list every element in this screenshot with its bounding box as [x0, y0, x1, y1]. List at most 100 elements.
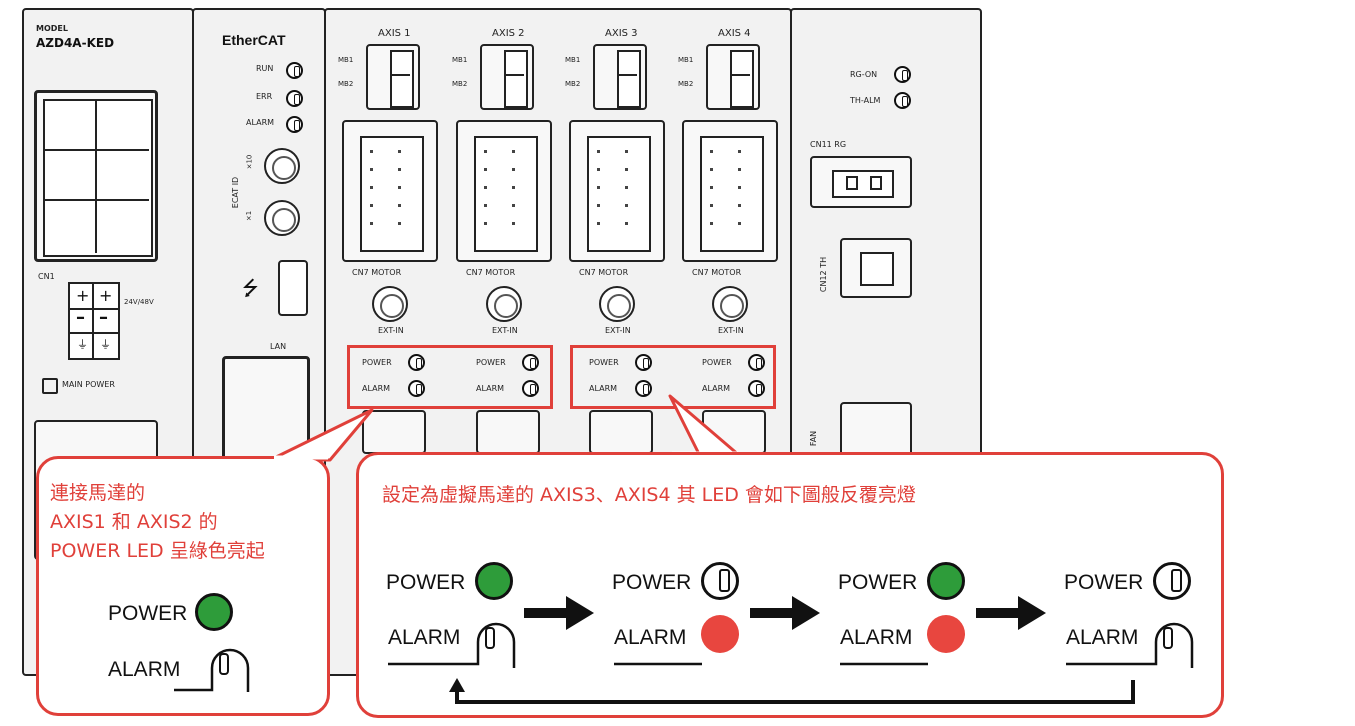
connector-pin: [710, 222, 713, 225]
model-name: AZD4A-KED: [36, 36, 115, 50]
axis-2-brake-connector: [480, 44, 534, 110]
cn11-label: CN11 RG: [810, 140, 847, 149]
connector-pin: [625, 186, 628, 189]
connector-pin: [484, 186, 487, 189]
state-4-alarm-label: ALARM: [1066, 626, 1139, 649]
connector-pin: [738, 204, 741, 207]
left-callout: [36, 456, 330, 716]
axis-1-alarm-label: ALARM: [362, 384, 391, 393]
connector-pin: [398, 150, 401, 153]
connector-pin: [738, 150, 741, 153]
axis-3-mb1-label: MB1: [565, 56, 581, 64]
axis-2-mb1-label: MB1: [452, 56, 468, 64]
state-2-alarm-label: ALARM: [614, 626, 687, 649]
axis-1-ext-in-label: EXT-IN: [378, 326, 404, 335]
connector-pin: [625, 222, 628, 225]
axis-1-ext-in-knob-icon: [372, 286, 408, 322]
dc-input-connector: [34, 90, 158, 262]
axis-2-ext-in-label: EXT-IN: [492, 326, 518, 335]
terminal-block: + + – – ⏚ ⏚: [68, 282, 120, 360]
connector-pin: [484, 204, 487, 207]
axis-4-power-label: POWER: [702, 358, 732, 367]
state-4-alarm-led-icon: [1066, 622, 1194, 668]
state-4-power-led-icon: [1153, 562, 1191, 600]
connector-pin: [370, 186, 373, 189]
state-2-alarm-led-icon: [614, 615, 739, 666]
connector-pin: [625, 150, 628, 153]
right-callout-title: 設定為虛擬馬達的 AXIS3、AXIS4 其 LED 會如下圖般反覆亮燈: [382, 484, 916, 506]
state-1-power-led-icon: [475, 562, 513, 600]
ecat-x10-dial-icon: [264, 148, 300, 184]
axis-1-mb2-label: MB2: [338, 80, 354, 88]
connector-pin: [738, 186, 741, 189]
connector-pin: [597, 222, 600, 225]
left-alarm-label: ALARM: [108, 658, 181, 681]
connector-pin: [484, 150, 487, 153]
rg-on-label: RG-ON: [850, 70, 878, 79]
highlight-axis1-axis2: [347, 345, 553, 409]
connector-pin: [710, 150, 713, 153]
axis-4-alarm-led-icon: [748, 380, 765, 397]
connector-pin: [710, 186, 713, 189]
lan-label: LAN: [270, 342, 287, 351]
run-led-icon: [286, 62, 303, 79]
state-2-power-label: POWER: [612, 571, 692, 594]
connector-pin: [738, 222, 741, 225]
cn12-connector: [840, 238, 912, 298]
main-power-led-icon: [42, 378, 58, 394]
connector-pin: [512, 150, 515, 153]
axis-4-mb1-label: MB1: [678, 56, 694, 64]
axis-2-motor-connector: [456, 120, 552, 262]
axis-3-alarm-label: ALARM: [589, 384, 618, 393]
axis-1-motor-connector: [342, 120, 438, 262]
axis-1-title: AXIS 1: [378, 28, 411, 39]
main-power-label: MAIN POWER: [62, 380, 115, 389]
axis-4-ext-in-label: EXT-IN: [718, 326, 744, 335]
axis-2-ext-in-knob-icon: [486, 286, 522, 322]
state-2-power-led-icon: [701, 562, 739, 600]
connector-pin: [738, 168, 741, 171]
connector-pin: [370, 222, 373, 225]
left-callout-line-2: AXIS1 和 AXIS2 的: [50, 511, 218, 533]
run-label: RUN: [256, 64, 274, 73]
fan-connector: [840, 402, 912, 458]
err-led-icon: [286, 90, 303, 107]
connector-pin: [625, 168, 628, 171]
connector-pin: [597, 150, 600, 153]
left-callout-line-1: 連接馬達的: [50, 482, 146, 504]
left-callout-line-3: POWER LED 呈綠色亮起: [50, 540, 265, 562]
state-1-alarm-led-icon: [388, 622, 516, 668]
th-alm-label: TH-ALM: [850, 96, 881, 105]
ecat-x1-dial-icon: [264, 200, 300, 236]
axis-1-power-label: POWER: [362, 358, 392, 367]
axis-4-power-led-icon: [748, 354, 765, 371]
state-3-alarm-led-icon: [840, 615, 965, 666]
connector-pin: [370, 204, 373, 207]
state-1-power-label: POWER: [386, 571, 466, 594]
state-3-alarm-label: ALARM: [840, 626, 913, 649]
axis-3-ext-in-knob-icon: [599, 286, 635, 322]
rg-on-led-icon: [894, 66, 911, 83]
axis-2-power-label: POWER: [476, 358, 506, 367]
axis-2-alarm-label: ALARM: [476, 384, 505, 393]
sequence-arrow-2-icon: [750, 596, 820, 630]
axis-4-brake-connector: [706, 44, 760, 110]
connector-pin: [398, 204, 401, 207]
axis-3-brake-connector: [593, 44, 647, 110]
connector-pin: [512, 168, 515, 171]
state-1-alarm-label: ALARM: [388, 626, 461, 649]
axis-4-ext-in-knob-icon: [712, 286, 748, 322]
connector-pin: [370, 168, 373, 171]
cn11-connector: [810, 156, 912, 208]
axis-4-title: AXIS 4: [718, 28, 751, 39]
axis-4-mb2-label: MB2: [678, 80, 694, 88]
axis-3-power-led-icon: [635, 354, 652, 371]
connector-pin: [625, 204, 628, 207]
alarm-status-label: ALARM: [246, 118, 275, 127]
alarm-status-led-icon: [286, 116, 303, 133]
ethercat-logo: EtherCAT: [222, 32, 286, 48]
axis-2-mb2-label: MB2: [452, 80, 468, 88]
axis-3-ext-in-label: EXT-IN: [605, 326, 631, 335]
connector-pin: [398, 186, 401, 189]
axis-2-title: AXIS 2: [492, 28, 525, 39]
